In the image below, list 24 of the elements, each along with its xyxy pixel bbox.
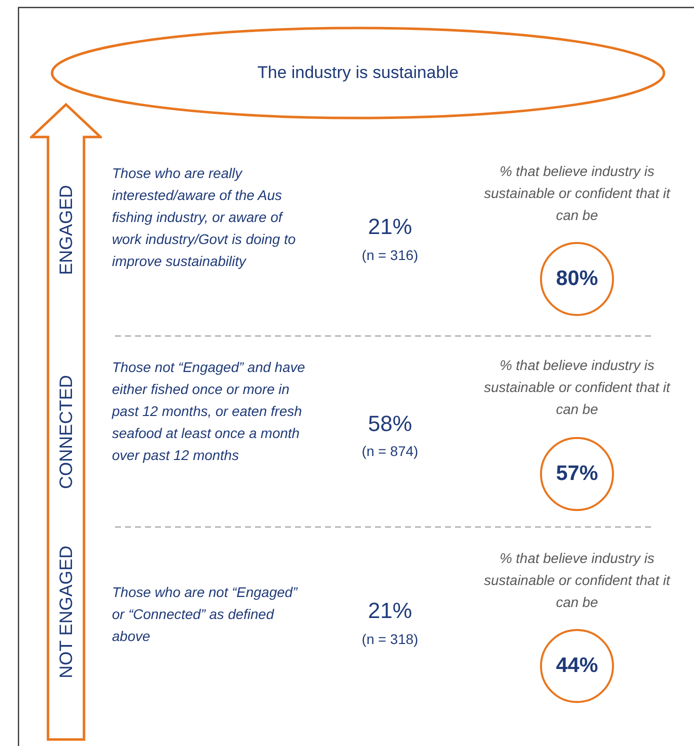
percentage-value: 57% bbox=[554, 462, 600, 486]
share-value: 58% bbox=[366, 410, 414, 438]
heading-text: The industry is sustainable bbox=[256, 62, 460, 84]
sample-size: (n = 874) bbox=[360, 442, 420, 460]
sample-size: (n = 318) bbox=[360, 630, 420, 648]
description-text: Those not “Engaged” and have either fished once or more in past 12 months, or eaten fresh seafood at least once a month over past 12 months bbox=[112, 358, 306, 465]
segment-label: CONNECTED bbox=[55, 374, 77, 492]
caption-text: % that believe industry is sustainable or confident that it can be bbox=[482, 356, 672, 419]
segment-label: ENGAGED bbox=[55, 184, 77, 278]
ellipse-shape bbox=[50, 26, 666, 120]
share-value: 21% bbox=[366, 213, 414, 241]
description-text: Those who are really interested/aware of the Aus fishing industry, or aware of work industry/Govt is doing to improve sustainability bbox=[112, 164, 297, 271]
description-text: Those who are not “Engaged” or “Connected” as defined above bbox=[112, 583, 299, 646]
percentage-value: 80% bbox=[554, 267, 600, 291]
percentage-value: 44% bbox=[554, 654, 600, 678]
percentage-circle bbox=[540, 629, 614, 703]
caption-text: % that believe industry is sustainable or confident that it can be bbox=[482, 162, 672, 225]
share-value: 21% bbox=[366, 597, 414, 625]
segment-label: NOT ENGAGED bbox=[55, 544, 77, 680]
upward-block-arrow bbox=[30, 103, 102, 741]
sample-size: (n = 316) bbox=[360, 246, 420, 264]
percentage-circle bbox=[540, 437, 614, 511]
percentage-circle bbox=[540, 242, 614, 316]
caption-text: % that believe industry is sustainable or confident that it can be bbox=[482, 549, 672, 612]
